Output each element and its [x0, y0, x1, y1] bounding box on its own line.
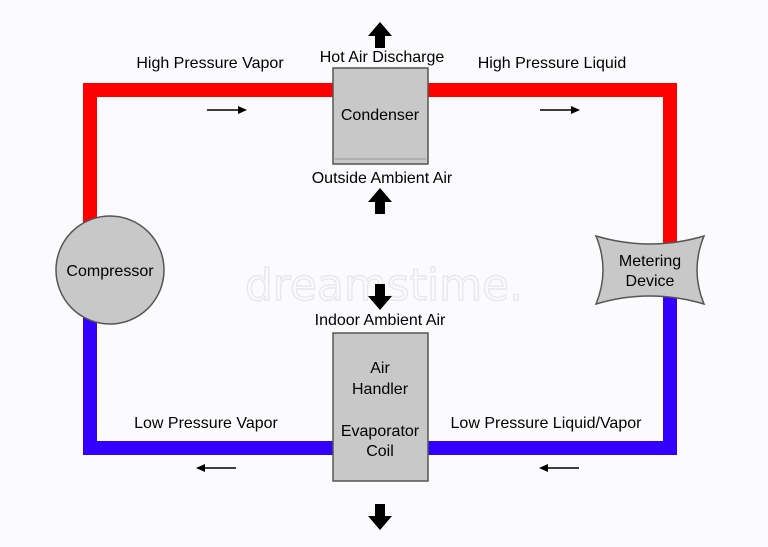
evaporator-label-line2: Coil [366, 443, 394, 460]
metering-device: Metering Device [594, 234, 706, 306]
low-pressure-vapor-label: Low Pressure Vapor [134, 415, 278, 432]
outside-air-arrow [368, 188, 392, 214]
air-handler-label-line2: Handler [352, 381, 409, 398]
flow-arrow-icon [207, 106, 247, 114]
block-arrow-up-icon [368, 188, 392, 214]
air-handler-evaporator: Air Handler Evaporator Coil [332, 332, 429, 482]
hot-air-discharge-arrow [368, 22, 392, 48]
compressor-label: Compressor [66, 263, 154, 280]
block-arrow-up-icon [368, 22, 392, 48]
metering-device-label-line2: Device [626, 273, 675, 290]
compressor: Compressor [55, 215, 165, 325]
low-pressure-liquid-vapor-label: Low Pressure Liquid/Vapor [451, 415, 643, 432]
supply-air-arrow [368, 504, 392, 530]
indoor-air-arrow [368, 284, 392, 310]
air-handler-label-line1: Air [370, 360, 390, 377]
flow-arrow-icon [539, 464, 579, 472]
indoor-ambient-air-label: Indoor Ambient Air [315, 312, 446, 329]
high-pressure-vapor-label: High Pressure Vapor [136, 55, 284, 72]
metering-device-label-line1: Metering [619, 253, 681, 270]
high-pressure-liquid-label: High Pressure Liquid [478, 55, 627, 72]
outside-ambient-air-label: Outside Ambient Air [312, 170, 453, 187]
block-arrow-down-icon [368, 284, 392, 310]
condenser: Condenser [332, 67, 429, 165]
flow-arrow-icon [196, 464, 236, 472]
evaporator-label-line1: Evaporator [341, 423, 420, 440]
flow-arrow-icon [540, 106, 580, 114]
condenser-label: Condenser [341, 107, 420, 124]
block-arrow-down-icon [368, 504, 392, 530]
hot-air-discharge-label: Hot Air Discharge [320, 49, 445, 66]
